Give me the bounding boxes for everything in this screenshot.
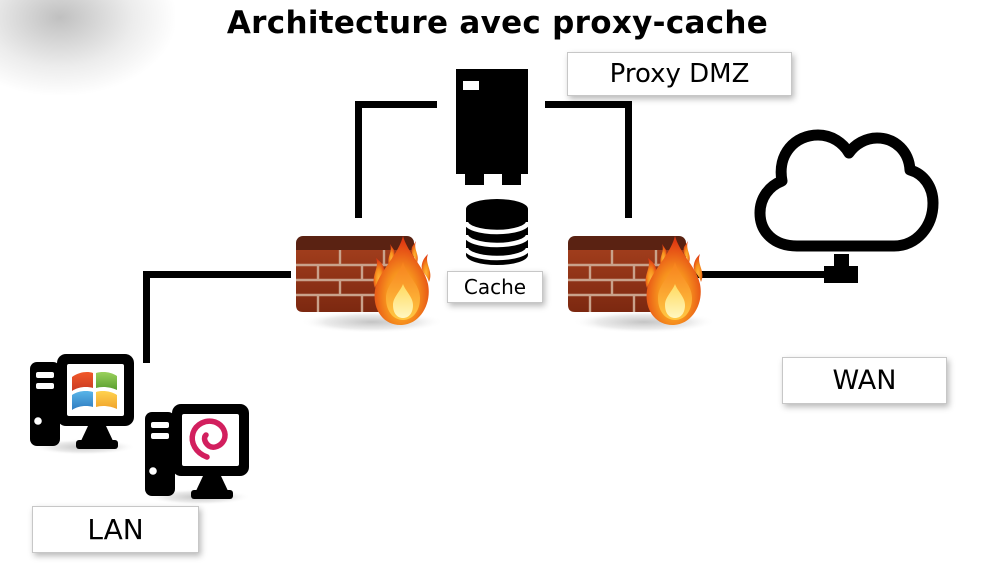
server-tower-icon	[456, 69, 528, 185]
cloud-network-icon	[754, 129, 939, 283]
database-cylinder-icon	[463, 199, 531, 265]
link-proxy-to-firewall-wan-vertical	[625, 101, 632, 218]
link-firewall-lan-to-proxy-horizontal	[355, 101, 437, 108]
proxy-dmz-label-text: Proxy DMZ	[609, 59, 750, 89]
proxy-dmz-label: Proxy DMZ	[567, 52, 792, 96]
windows-logo-icon	[72, 372, 117, 410]
lan-label-text: LAN	[87, 513, 144, 546]
link-lan-to-firewall-lan-vertical	[143, 271, 150, 363]
debian-logo-icon	[189, 418, 228, 460]
desktop-computer-debian-icon	[139, 394, 251, 506]
link-proxy-to-firewall-wan-horizontal	[545, 101, 632, 108]
wan-label: WAN	[782, 357, 947, 404]
link-firewall-lan-to-proxy-vertical	[355, 101, 362, 218]
cache-label: Cache	[447, 271, 543, 303]
diagram-title: Architecture avec proxy-cache	[226, 5, 769, 41]
lan-label: LAN	[32, 506, 199, 553]
cache-label-text: Cache	[463, 275, 527, 299]
link-lan-to-firewall-lan-horizontal	[143, 271, 291, 278]
firewall-wan-icon	[560, 222, 720, 334]
link-firewall-wan-to-cloud-horizontal	[693, 271, 827, 278]
firewall-lan-icon	[288, 222, 448, 334]
desktop-computer-windows-icon	[24, 344, 136, 456]
wan-label-text: WAN	[832, 365, 897, 396]
corner-shadow-smudge	[0, 0, 175, 95]
